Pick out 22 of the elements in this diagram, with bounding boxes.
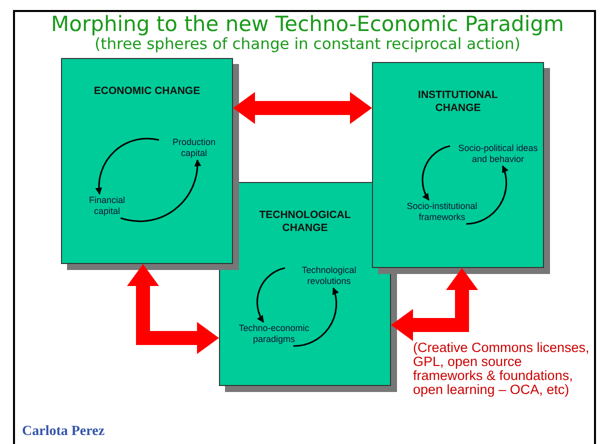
cycle-label: Socio-political ideas and behavior xyxy=(451,143,545,165)
box-heading: ECONOMIC CHANGE xyxy=(92,85,202,98)
cycle-arrow xyxy=(256,267,286,323)
cycle-arrow xyxy=(120,159,201,222)
block-arrow xyxy=(233,92,372,124)
block-arrow xyxy=(127,264,219,354)
cycle-arrow xyxy=(466,165,508,225)
diagram-subtitle: (three spheres of change in constant reciprocal action) xyxy=(94,35,520,53)
cycle-label: Socio-institutional frameworks xyxy=(387,201,497,223)
cycle-label: Techno-economic paradigms xyxy=(230,323,318,345)
cycle-label: Technological revolutions xyxy=(286,265,372,287)
cycle-arrow xyxy=(422,145,450,201)
box-heading: INSTITUTIONAL CHANGE xyxy=(417,89,499,115)
author-name: Carlota Perez xyxy=(22,424,105,440)
block-arrow xyxy=(391,268,478,341)
annotation-text: (Creative Commons licenses, GPL, open source frameworks & foundations, open learning – OCA, etc) xyxy=(413,341,590,397)
cycle-label: Financial capital xyxy=(76,195,138,217)
cycle-arrow xyxy=(96,138,160,195)
cycle-arrow xyxy=(293,287,339,347)
cycle-label: Production capital xyxy=(160,137,228,159)
box-heading: TECHNOLOGICAL CHANGE xyxy=(258,209,352,235)
diagram-title: Morphing to the new Techno-Economic Paradigm xyxy=(50,12,565,36)
